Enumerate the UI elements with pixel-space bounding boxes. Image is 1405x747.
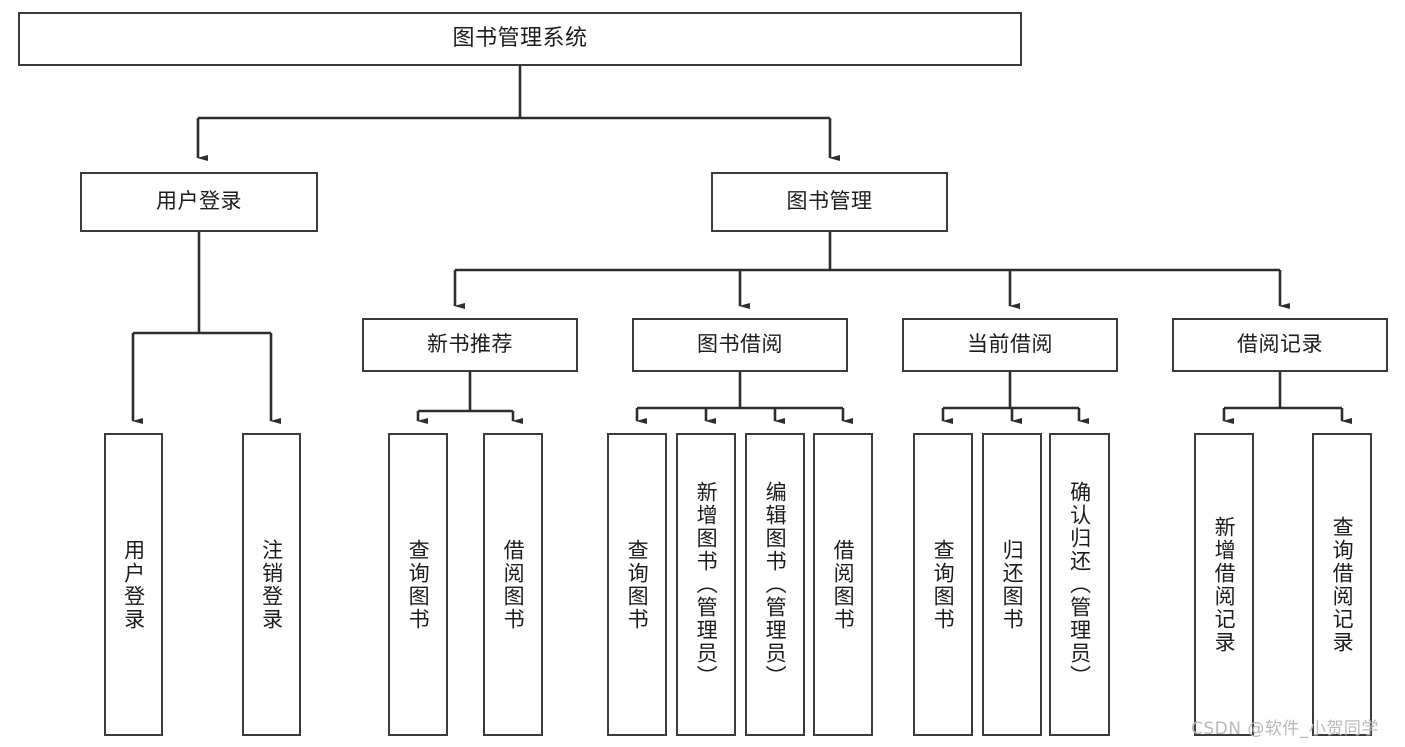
node-label: 注销登录 (259, 538, 284, 631)
node-label: 新书推荐 (427, 332, 513, 357)
node-leaf-borrow-book[interactable]: 借阅图书 (813, 433, 873, 736)
node-label: 查询图书 (931, 538, 956, 631)
node-label: 用户登录 (121, 538, 146, 631)
node-new-book-recommend[interactable]: 新书推荐 (362, 318, 578, 372)
node-label: 图书管理 (786, 189, 873, 214)
node-label: 借阅记录 (1237, 332, 1323, 357)
node-label: 用户登录 (156, 189, 242, 214)
node-leaf-query-book-recommend[interactable]: 查询图书 (388, 433, 448, 736)
node-label: 借阅图书 (501, 538, 526, 631)
watermark-text: CSDN @软件_小贺同学 (1191, 719, 1379, 739)
node-leaf-query-book-borrow[interactable]: 查询图书 (607, 433, 667, 736)
node-book-management[interactable]: 图书管理 (711, 172, 948, 232)
node-leaf-query-borrow-record[interactable]: 查询借阅记录 (1312, 433, 1372, 736)
node-label: 图书借阅 (697, 332, 783, 357)
node-leaf-return-book[interactable]: 归还图书 (982, 433, 1042, 736)
node-borrow-record[interactable]: 借阅记录 (1172, 318, 1388, 372)
node-current-borrow[interactable]: 当前借阅 (902, 318, 1118, 372)
node-label: 新增借阅记录 (1212, 515, 1237, 654)
node-user-login[interactable]: 用户登录 (80, 172, 318, 232)
node-leaf-edit-book-admin[interactable]: 编辑图书（管理员） (745, 433, 805, 736)
node-label: 图书管理系统 (452, 25, 588, 51)
node-leaf-query-book-current[interactable]: 查询图书 (913, 433, 973, 736)
node-book-borrow[interactable]: 图书借阅 (632, 318, 848, 372)
node-label: 编辑图书（管理员） (763, 481, 788, 688)
node-leaf-confirm-return-admin[interactable]: 确认归还（管理员） (1049, 433, 1110, 736)
node-label: 查询借阅记录 (1330, 515, 1355, 654)
node-leaf-user-login[interactable]: 用户登录 (104, 433, 163, 736)
node-leaf-borrow-book-recommend[interactable]: 借阅图书 (483, 433, 543, 736)
node-root-book-management-system[interactable]: 图书管理系统 (18, 12, 1022, 66)
node-label: 当前借阅 (967, 332, 1053, 357)
node-leaf-add-borrow-record[interactable]: 新增借阅记录 (1194, 433, 1254, 736)
node-label: 确认归还（管理员） (1067, 481, 1092, 688)
node-leaf-logout[interactable]: 注销登录 (242, 433, 301, 736)
node-label: 归还图书 (1000, 538, 1025, 631)
node-leaf-add-book-admin[interactable]: 新增图书（管理员） (676, 433, 736, 736)
node-label: 查询图书 (406, 538, 431, 631)
node-label: 查询图书 (625, 538, 650, 631)
node-label: 借阅图书 (831, 538, 856, 631)
node-label: 新增图书（管理员） (694, 481, 719, 688)
